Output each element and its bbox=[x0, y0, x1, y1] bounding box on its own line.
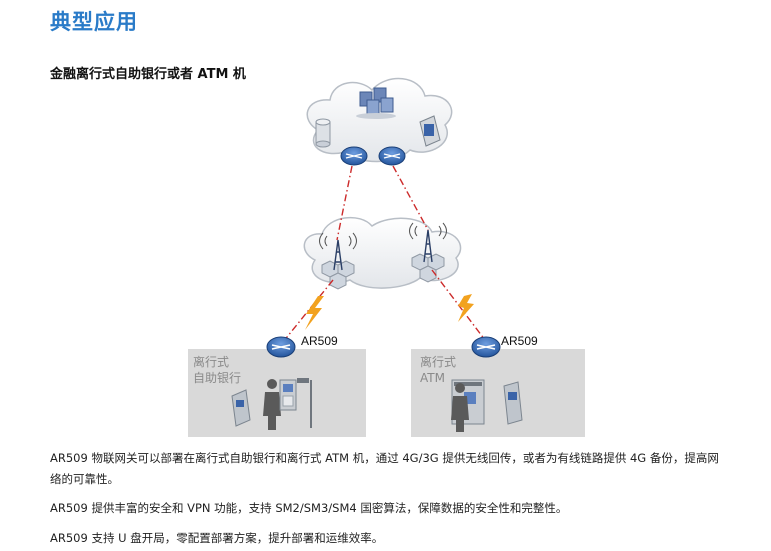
cell-tower-left-icon bbox=[319, 232, 357, 271]
paragraph-1: AR509 物联网关可以部署在离行式自助银行和离行式 ATM 机，通过 4G/3… bbox=[50, 451, 719, 486]
right-site-label-line1: 离行式 bbox=[420, 354, 456, 369]
right-site-box bbox=[411, 349, 585, 437]
lightning-left-icon bbox=[305, 296, 324, 330]
network-diagram: AR509 AR509 离行式 自助银行 离行式 ATM bbox=[188, 77, 585, 437]
core-router-right-icon bbox=[378, 146, 406, 166]
page-title: 典型应用 bbox=[50, 10, 138, 34]
edge-router-right-icon bbox=[471, 336, 501, 358]
wireless-cloud bbox=[303, 216, 462, 289]
edge-router-left-icon bbox=[266, 336, 296, 358]
paragraph-3: AR509 支持 U 盘开局，零配置部署方案，提升部署和运维效率。 bbox=[50, 531, 384, 545]
atm-machine-icon bbox=[503, 381, 523, 425]
left-site-label-line1: 离行式 bbox=[193, 354, 229, 369]
right-site-label-line2: ATM bbox=[420, 371, 445, 385]
left-site-label-line2: 自助银行 bbox=[193, 371, 241, 385]
cellular-cells-right-icon bbox=[411, 253, 445, 283]
cellular-cells-left-icon bbox=[321, 260, 355, 290]
bank-machine-left-icon bbox=[279, 379, 297, 411]
cctv-camera-icon bbox=[297, 378, 312, 428]
person-left-icon bbox=[263, 379, 281, 430]
self-service-kiosk-icon bbox=[231, 389, 251, 427]
firewall-icon bbox=[419, 115, 441, 147]
server-cluster-icon bbox=[356, 87, 396, 119]
section-subtitle: 金融离行式自助银行或者 ATM 机 bbox=[50, 67, 246, 82]
paragraph-2: AR509 提供丰富的安全和 VPN 功能，支持 SM2/SM3/SM4 国密算… bbox=[50, 501, 568, 515]
lightning-right-icon bbox=[458, 294, 474, 322]
person-right-icon bbox=[451, 383, 469, 432]
core-router-left-icon bbox=[340, 146, 368, 166]
right-device-label: AR509 bbox=[501, 334, 538, 348]
left-device-label: AR509 bbox=[301, 334, 338, 348]
storage-icon bbox=[315, 118, 331, 148]
